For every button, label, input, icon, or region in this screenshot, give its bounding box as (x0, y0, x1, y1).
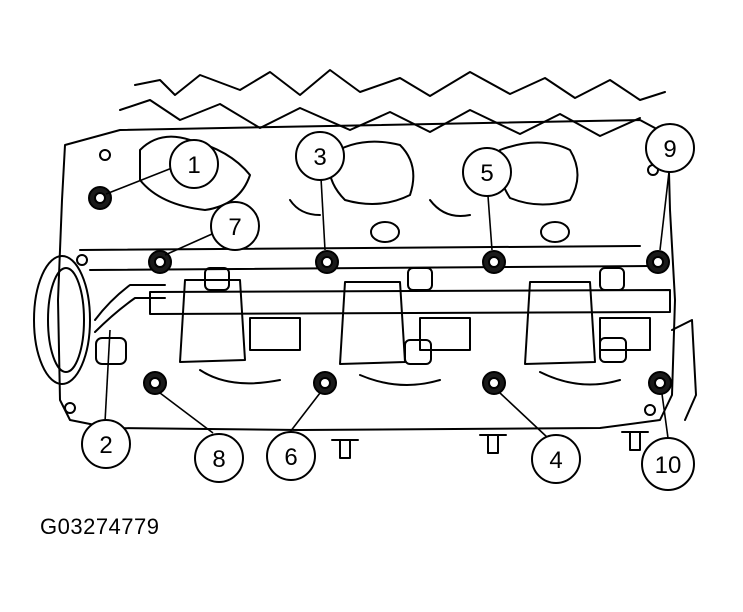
bolt-4 (315, 250, 339, 274)
callout-7: 7 (210, 201, 260, 251)
bolt-2 (646, 250, 670, 274)
callout-10: 10 (641, 437, 695, 491)
callout-5: 5 (462, 147, 512, 197)
callout-4: 4 (531, 434, 581, 484)
callout-label-3: 3 (313, 144, 326, 171)
callout-1: 1 (169, 139, 219, 189)
callouts: 1 2 3 4 5 6 7 8 9 10 (81, 123, 695, 491)
leader-lines (104, 167, 670, 439)
bolt-3 (148, 250, 172, 274)
callout-label-1: 1 (187, 152, 200, 179)
callout-8: 8 (194, 433, 244, 483)
callout-label-6: 6 (284, 444, 297, 471)
bolt-6 (143, 371, 167, 395)
callout-label-8: 8 (212, 446, 225, 473)
callout-label-10: 10 (655, 452, 682, 479)
bolt-7 (313, 371, 337, 395)
callout-label-9: 9 (663, 136, 676, 163)
callout-2: 2 (81, 419, 131, 469)
bolt-1 (88, 186, 112, 210)
bolt-9 (648, 371, 672, 395)
callout-label-4: 4 (549, 447, 562, 474)
callout-9: 9 (645, 123, 695, 173)
callout-6: 6 (266, 431, 316, 481)
bolt-8 (482, 371, 506, 395)
callout-label-7: 7 (228, 214, 241, 241)
callout-label-2: 2 (99, 432, 112, 459)
callout-label-5: 5 (480, 160, 493, 187)
bolts (88, 186, 672, 395)
figure-id: G03274779 (40, 514, 160, 539)
callout-3: 3 (295, 131, 345, 181)
engine-head-drawing (33, 69, 697, 459)
bolt-5 (482, 250, 506, 274)
